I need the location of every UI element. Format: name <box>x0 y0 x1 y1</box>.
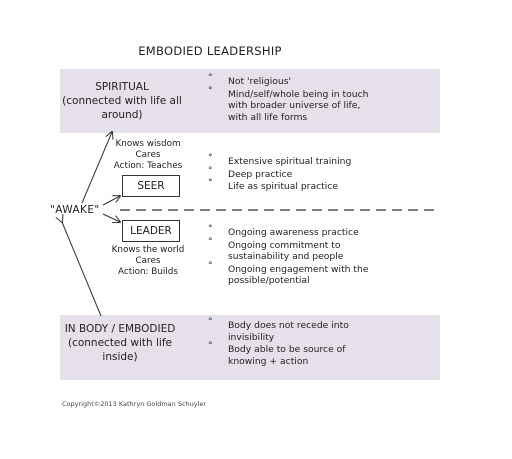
arrow-to-spiritual <box>81 132 112 204</box>
embodied-label-line: IN BODY / EMBODIED <box>64 323 176 335</box>
leader-box: LEADER <box>122 220 180 242</box>
bullet-icon: ° <box>208 73 213 83</box>
bullet-icon: ° <box>208 224 213 234</box>
seer-bullet: °Deep practice <box>208 165 293 180</box>
seer-attributes: Knows wisdom Cares Action: Teaches <box>112 139 184 172</box>
awake-label: "AWAKE" <box>50 204 100 216</box>
bullet-icon: ° <box>208 85 213 96</box>
spiritual-band <box>60 69 440 133</box>
seer-attribute: Knows wisdom <box>115 139 181 149</box>
diagram-title: EMBODIED LEADERSHIP <box>138 44 282 58</box>
bullet-icon: ° <box>208 153 213 163</box>
embodied-label: IN BODY / EMBODIED (connected with life … <box>62 322 178 364</box>
spiritual-bullet-not-religious: °Not 'religious' <box>208 73 292 87</box>
arrow-to-leader <box>102 213 120 222</box>
seer-box: SEER <box>122 175 180 197</box>
embodied-band <box>60 315 440 380</box>
spiritual-label-line: SPIRITUAL <box>95 81 149 93</box>
bullet-icon: ° <box>208 236 213 247</box>
seer-bullet: °Life as spiritual practice <box>208 178 338 192</box>
arrow-to-seer <box>102 196 120 206</box>
arrow-to-embodied <box>62 222 102 317</box>
seer-bullet: °Extensive spiritual training <box>208 153 352 167</box>
embodied-label-line: (connected with life <box>67 337 173 349</box>
seer-attribute: Cares <box>135 150 161 160</box>
bullet-icon: ° <box>208 317 213 327</box>
leader-attribute: Action: Builds <box>118 267 178 277</box>
seer-attribute: Action: Teaches <box>113 161 183 171</box>
copyright-notice: Copyright©2013 Kathryn Goldman Schuyler <box>62 400 207 408</box>
spiritual-label: SPIRITUAL (connected with life all aroun… <box>62 80 182 122</box>
bullet-icon: ° <box>208 341 213 351</box>
seer-bullets: °Extensive spiritual training °Deep prac… <box>208 153 433 194</box>
embodied-label-line: inside) <box>102 351 138 363</box>
leader-attribute: Knows the world <box>111 245 185 255</box>
leader-bullets: °Ongoing awareness practice °Ongoing com… <box>208 224 438 288</box>
bullet-icon: ° <box>208 165 213 176</box>
leader-attribute: Cares <box>135 256 161 266</box>
leader-attributes: Knows the world Cares Action: Builds <box>110 245 186 278</box>
spiritual-label-line: (connected with life all <box>62 95 182 107</box>
spiritual-bullets: °Not 'religious' °Mind/self/whole being … <box>208 73 433 124</box>
bullet-icon: ° <box>208 260 213 271</box>
bullet-icon: ° <box>208 178 213 188</box>
leader-bullet: °Ongoing awareness practice <box>208 224 359 238</box>
spiritual-label-line: around) <box>101 109 143 121</box>
